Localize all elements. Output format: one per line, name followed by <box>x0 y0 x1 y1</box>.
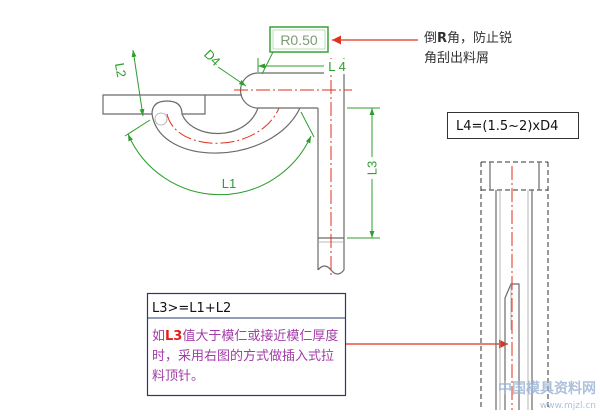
radius-box-inner <box>272 29 326 50</box>
d4-label: D4 <box>201 46 223 68</box>
formula-text: L4=(1.5~2)xD4 <box>456 119 558 134</box>
hook-outer-edge <box>151 107 301 154</box>
formula-box-border <box>447 112 579 139</box>
condition-box: L3>=L1+L2 如L3值大于模仁或接近模仁厚度 时，采用右图的方式做插入式拉… <box>146 292 508 397</box>
l3-label: L3 <box>365 161 380 175</box>
mold-plate <box>102 94 206 115</box>
note-line-1-highlight: R <box>437 31 447 46</box>
l3-label-group: L3 <box>365 157 380 179</box>
radius-label: R0.50 <box>280 32 318 48</box>
groove-circle <box>154 112 168 126</box>
radius-box-outer <box>269 26 329 53</box>
condition-line-1-prefix: 如 <box>152 328 165 344</box>
d4-leader <box>217 66 247 87</box>
condition-line-1-rest: 值大于模仁或接近模仁厚度 <box>182 328 338 344</box>
l4-label-background <box>324 59 350 74</box>
left-drawing <box>102 58 352 278</box>
condition-line-3: 料顶针。 <box>152 369 204 384</box>
condition-box-border <box>146 292 347 397</box>
note-line-1-prefix: 倒 <box>424 31 437 46</box>
hook-centerline <box>166 107 280 144</box>
note-line-2: 角刮出料屑 <box>424 51 489 66</box>
l1-extension-left <box>124 119 151 137</box>
right-drawing <box>480 161 549 410</box>
note-line-1-rest: 角，防止锐 <box>447 30 512 46</box>
l2-dimension-line <box>131 49 145 117</box>
condition-line-1-highlight: L3 <box>165 329 182 344</box>
condition-line-2: 时，采用右图的方式做插入式拉 <box>152 348 334 364</box>
hook-inner-edge <box>181 107 259 135</box>
condition-title: L3>=L1+L2 <box>152 301 231 316</box>
watermark-url: www.mjzl.cn <box>540 401 596 411</box>
condition-line-1: 如L3值大于模仁或接近模仁厚度 <box>152 328 338 344</box>
note-line-1: 倒R角，防止锐 <box>424 30 512 46</box>
l1-extension-right <box>300 111 315 138</box>
l4-label: L 4 <box>328 59 346 74</box>
radius-callout: R0.50 倒R角，防止锐 角刮出料屑 <box>269 26 512 66</box>
l1-label: L1 <box>222 176 236 191</box>
l2-label: L2 <box>112 62 129 79</box>
watermark-name: 中国模具资料网 <box>498 380 596 397</box>
radius-leader <box>261 51 274 75</box>
dimensions: L1 L2 D4 L 4 L3 <box>112 46 380 239</box>
l3-label-background <box>365 157 379 179</box>
watermark: 中国模具资料网 www.mjzl.cn <box>498 380 596 411</box>
formula-box: L4=(1.5~2)xD4 <box>447 112 579 139</box>
l1-dimension-arc <box>127 133 312 196</box>
